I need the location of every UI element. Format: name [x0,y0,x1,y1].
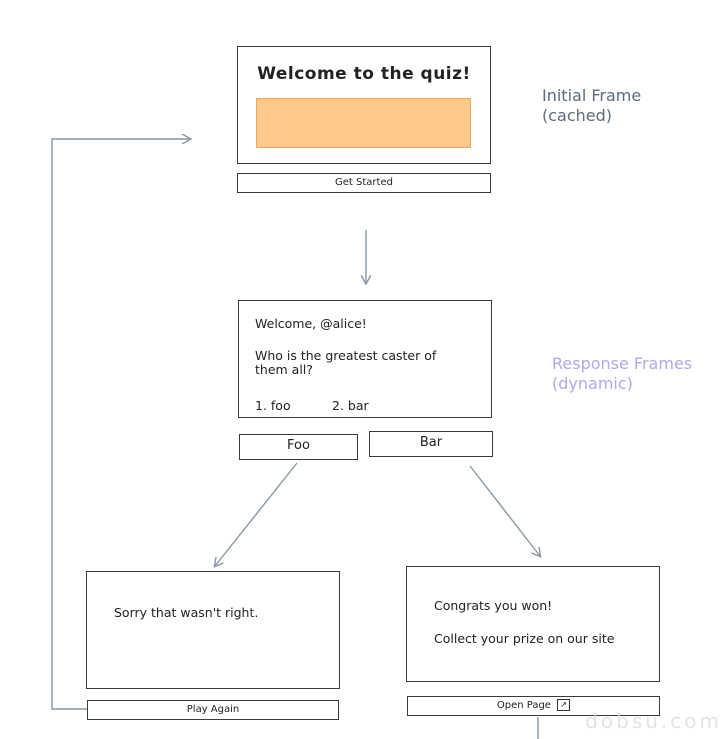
response-frames-note-line1: Response Frames [552,354,693,373]
win-line-1: Congrats you won! [434,598,553,613]
arrow-play-again-loop [51,139,190,710]
response-greeting: Welcome, @alice! [255,316,367,331]
response-frames-note-line2: (dynamic) [552,374,633,393]
response-question-line1: Who is the greatest caster of [255,348,437,363]
response-frame: Welcome, @alice! Who is the greatest cas… [238,300,492,418]
foo-button[interactable]: Foo [239,434,358,460]
initial-frame-title: Welcome to the quiz! [257,64,471,84]
image-placeholder [256,98,471,148]
win-line-2: Collect your prize on our site [434,631,615,646]
bar-button[interactable]: Bar [369,431,493,457]
wrong-answer-frame: Sorry that wasn't right. [86,571,340,689]
open-page-button[interactable]: Open Page ↗ [407,696,660,716]
arrow-bar-to-win [469,465,540,556]
play-again-button[interactable]: Play Again [87,700,339,720]
wrong-answer-message: Sorry that wasn't right. [114,605,259,620]
initial-frame-note-line2: (cached) [542,106,613,125]
response-question-line2: them all? [255,362,313,377]
initial-frame-note-line1: Initial Frame [542,86,642,105]
open-page-label: Open Page [496,700,551,711]
response-option-1: 1. foo [255,398,291,413]
arrow-foo-to-wrong [215,462,298,566]
external-link-icon: ↗ [557,699,571,711]
watermark: dobsu.com [585,709,722,733]
win-frame: Congrats you won! Collect your prize on … [406,566,660,682]
get-started-button[interactable]: Get Started [237,173,491,193]
response-option-2: 2. bar [332,398,369,413]
initial-frame: Welcome to the quiz! [237,46,491,164]
initial-frame-note: Initial Frame (cached) [542,86,641,126]
response-frames-note: Response Frames (dynamic) [552,354,692,394]
